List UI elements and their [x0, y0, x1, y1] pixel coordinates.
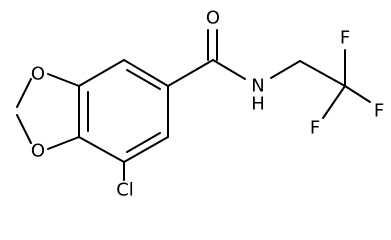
atom-fluorine-right: F [374, 101, 384, 122]
bond-cf3-to-f-right [344, 85, 371, 103]
bond-ring-top-right-inner [126, 69, 161, 90]
atom-amide-nitrogen: N [251, 76, 264, 97]
bonds [16, 29, 371, 181]
atom-amide-hydrogen: H [251, 94, 265, 115]
bond-nitrogen-to-ch2 [270, 60, 301, 79]
bond-ch2-to-cf3 [299, 60, 346, 87]
bond-ring-top-right [123, 59, 169, 87]
bond-ring-top-left [78, 59, 125, 87]
bond-ch2-to-o-bottom [16, 114, 32, 144]
atom-fluorine-left: F [310, 118, 320, 139]
bond-ring-to-carbonyl [167, 59, 214, 87]
atom-carbonyl-oxygen: O [206, 8, 220, 29]
bond-o-top-to-ch2 [16, 78, 32, 108]
bond-carbonyl-to-nitrogen [212, 59, 246, 80]
atom-dioxole-oxygen-bottom: O [31, 141, 45, 162]
atom-fluorine-top: F [340, 28, 350, 49]
bond-ring-to-o-top [47, 73, 80, 87]
atom-chlorine: Cl [116, 180, 134, 201]
bond-ring-bottom-right [123, 136, 169, 163]
bond-ring-bottom-left [78, 136, 125, 163]
bond-cf3-to-f-left [322, 85, 346, 119]
atom-labels: O O O N H Cl F F F [31, 8, 384, 201]
bond-ring-bottom-right-inner [126, 132, 161, 153]
bond-o-bottom-to-ring [47, 136, 80, 150]
chemical-structure-diagram: O O O N H Cl F F F [16, 8, 384, 201]
atom-dioxole-oxygen-top: O [31, 64, 45, 85]
